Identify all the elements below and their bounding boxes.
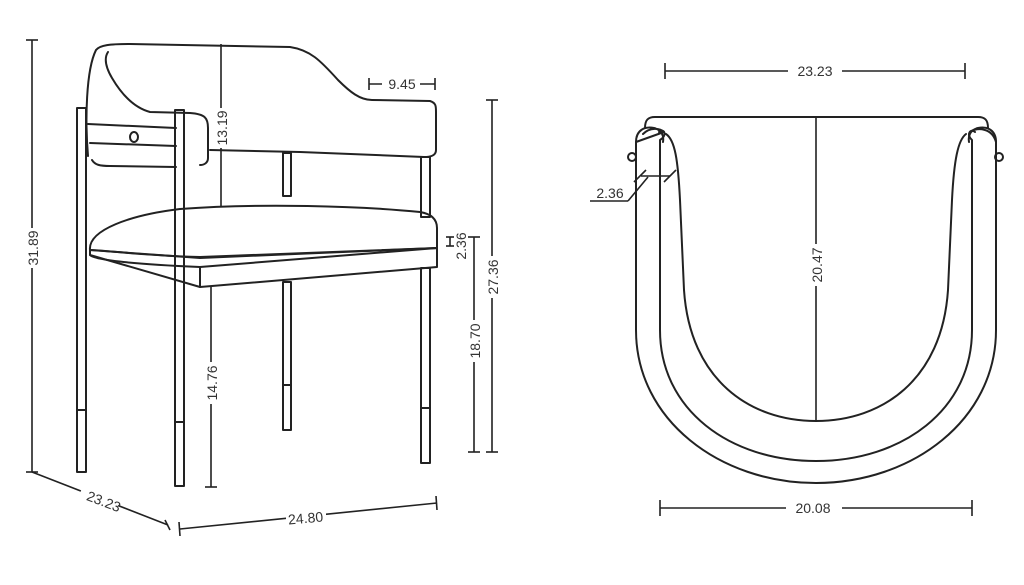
dim-arm-width: 9.45 [368, 76, 436, 92]
dim-seat-thickness: 2.36 [446, 232, 469, 260]
left-knob-icon [627, 152, 637, 162]
seat-height-label: 18.70 [467, 323, 483, 358]
top-base-width-label: 20.08 [795, 500, 830, 516]
backrest-knob-icon [129, 131, 139, 143]
top-back-thickness-label: 2.36 [596, 185, 623, 201]
dim-seat-height: 18.70 [466, 236, 483, 453]
backrest-outline [85, 43, 437, 158]
dim-arm-height: 27.36 [484, 99, 501, 453]
dim-top-depth: 20.47 [808, 117, 825, 421]
arm-height-label: 27.36 [485, 259, 501, 294]
backrest-inner-curve [104, 51, 209, 166]
dim-width: 24.80 [178, 495, 438, 537]
dim-total-height: 31.89 [24, 39, 41, 473]
top-overall-width-label: 23.23 [797, 63, 832, 79]
rear-right-leg-upper [282, 152, 292, 197]
dim-backrest-height: 13.19 [213, 44, 230, 206]
rear-right-leg-lower [282, 281, 292, 431]
top-left-arm-cap [635, 126, 665, 143]
top-right-arm-cap [967, 126, 997, 143]
dim-top-base-width: 20.08 [659, 499, 973, 517]
arm-width-label: 9.45 [388, 76, 415, 92]
front-left-leg [174, 109, 185, 487]
width-label: 24.80 [287, 509, 324, 528]
front-right-leg-upper [420, 156, 431, 218]
top-outer-u [635, 127, 997, 484]
dim-depth: 23.23 [31, 471, 171, 531]
dim-top-overall-width: 23.23 [664, 62, 966, 80]
backrest-height-label: 13.19 [214, 110, 230, 145]
right-knob-icon [994, 152, 1004, 162]
under-seat-height-label: 14.76 [204, 365, 220, 400]
top-depth-label: 20.47 [809, 247, 825, 282]
seat-thickness-label: 2.36 [453, 232, 469, 259]
side-view-chair-drawing [76, 43, 438, 487]
rear-left-leg [76, 107, 87, 473]
front-right-leg-lower [420, 267, 431, 464]
total-height-label: 31.89 [25, 230, 41, 265]
dim-top-back-thickness: 2.36 [590, 169, 677, 202]
backrest-band [87, 123, 177, 168]
dim-under-seat-height: 14.76 [203, 287, 220, 488]
top-middle-u [658, 129, 976, 462]
